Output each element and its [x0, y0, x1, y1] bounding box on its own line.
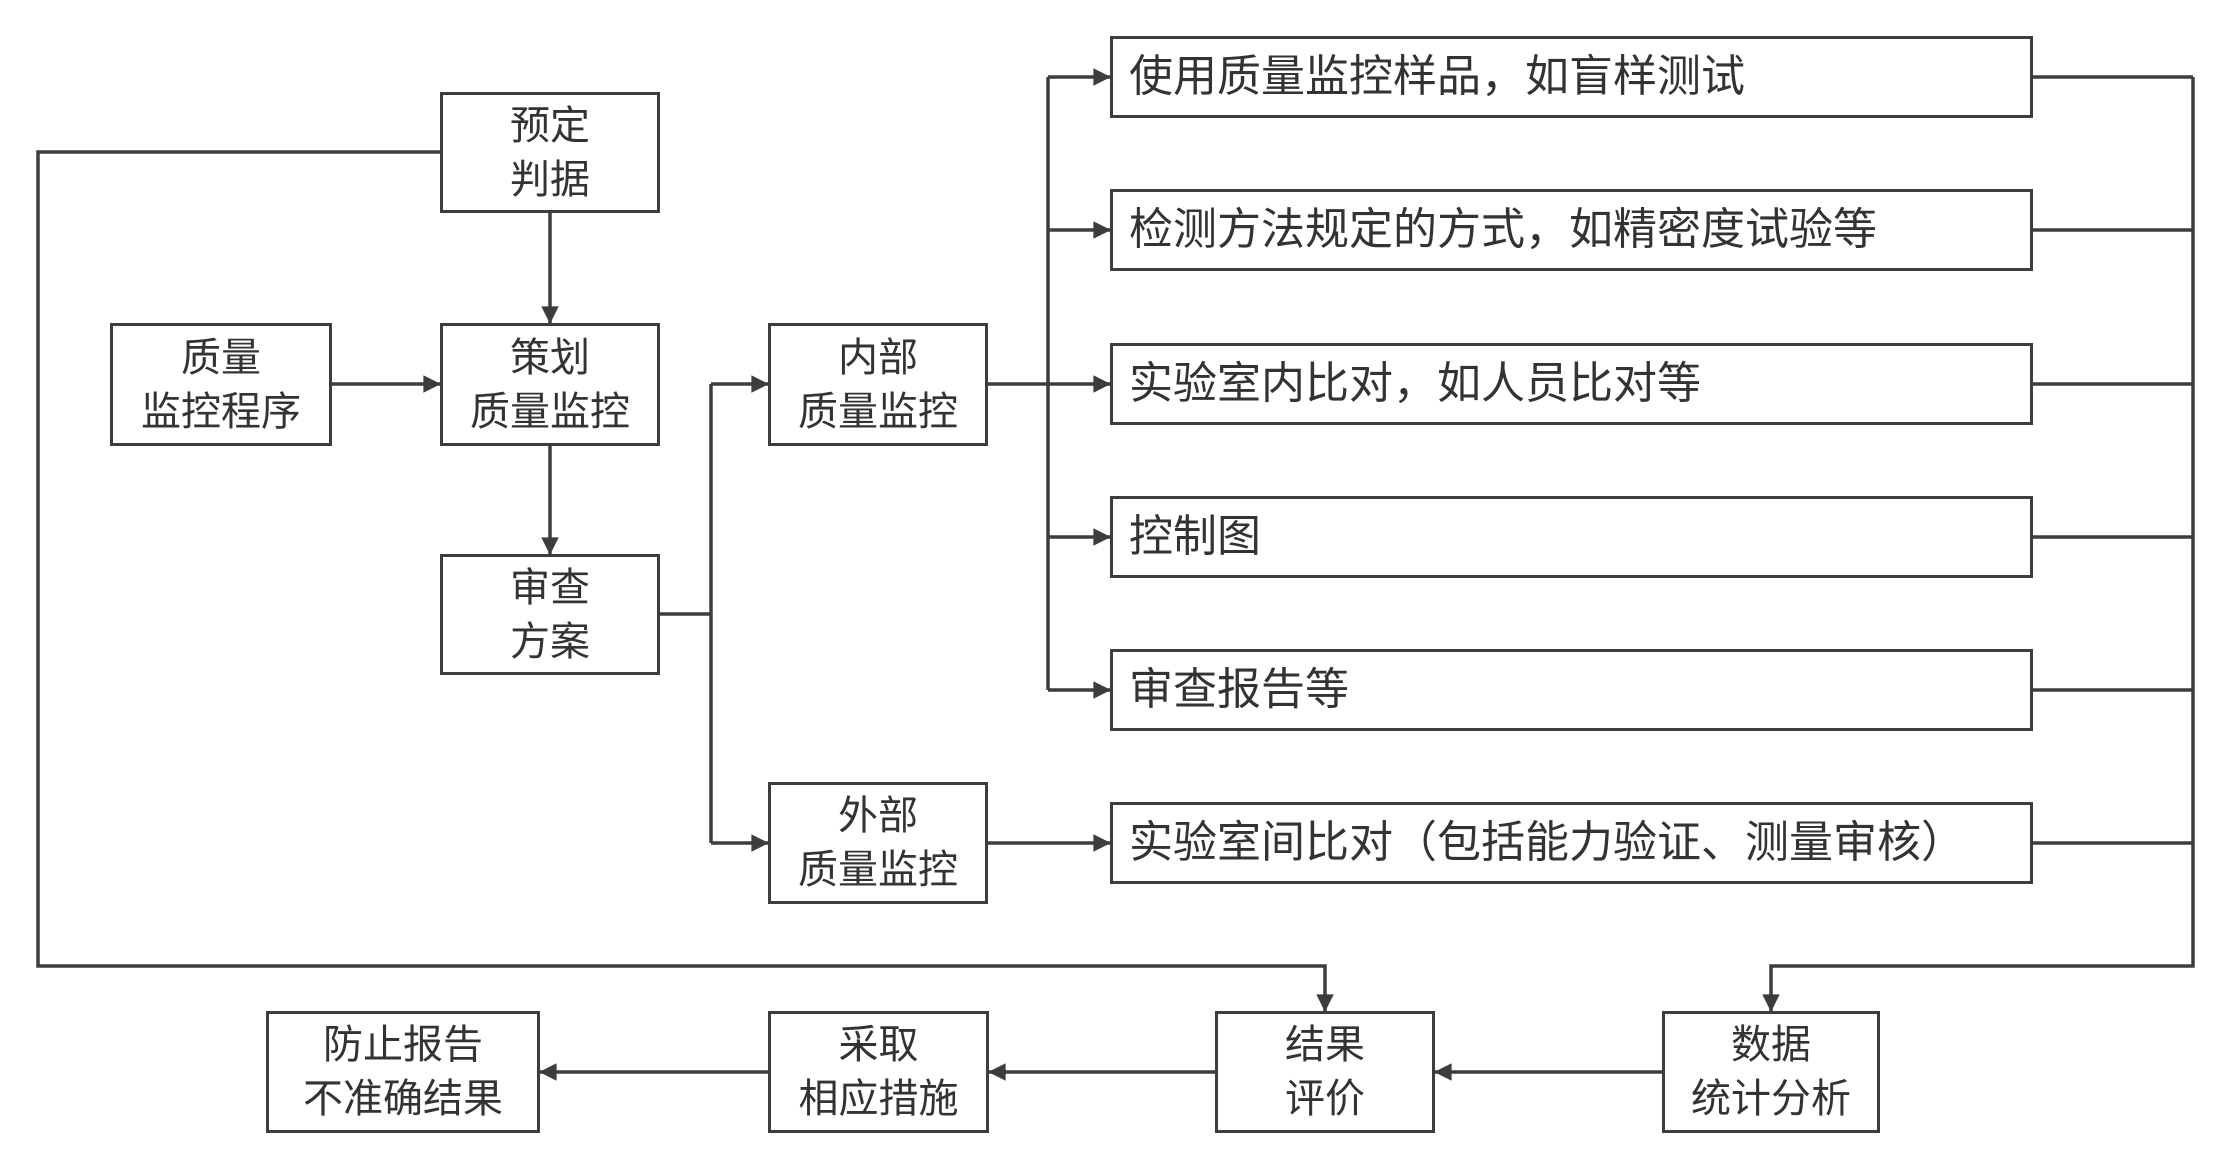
node-review-plan: 审查 方案: [440, 554, 660, 675]
node-predetermined-criteria: 预定 判据: [440, 92, 660, 213]
node-blind-sample-test: 使用质量监控样品，如盲样测试: [1110, 36, 2033, 118]
right-rail-to-data: [1762, 77, 2195, 1012]
node-method-specified-way-label: 检测方法规定的方式，如精密度试验等: [1129, 205, 1877, 255]
node-prevent-inaccurate-results-label: 防止报告 不准确结果: [303, 1023, 503, 1121]
node-blind-sample-test-label: 使用质量监控样品，如盲样测试: [1129, 52, 1745, 102]
node-quality-monitoring-program: 质量 监控程序: [110, 323, 332, 446]
node-external-quality-monitoring: 外部 质量监控: [768, 782, 988, 904]
node-intralab-comparison: 实验室内比对，如人员比对等: [1110, 343, 2033, 425]
node-review-reports-label: 审查报告等: [1129, 665, 1349, 715]
node-interlab-comparison-label: 实验室间比对（包括能力验证、测量审核）: [1129, 818, 1965, 868]
node-internal-quality-monitoring: 内部 质量监控: [768, 323, 988, 446]
node-method-specified-way: 检测方法规定的方式，如精密度试验等: [1110, 189, 2033, 271]
node-review-reports: 审查报告等: [1110, 649, 2033, 731]
node-control-chart: 控制图: [1110, 496, 2033, 578]
node-predetermined-criteria-label: 预定 判据: [510, 103, 590, 202]
node-review-plan-label: 审查 方案: [510, 565, 590, 664]
node-take-measures: 采取 相应措施: [768, 1011, 989, 1133]
node-result-evaluation: 结果 评价: [1215, 1011, 1435, 1133]
node-data-statistical-analysis-label: 数据 统计分析: [1691, 1023, 1851, 1121]
node-result-evaluation-label: 结果 评价: [1285, 1023, 1365, 1121]
node-prevent-inaccurate-results: 防止报告 不准确结果: [266, 1011, 540, 1133]
node-interlab-comparison: 实验室间比对（包括能力验证、测量审核）: [1110, 802, 2033, 884]
node-data-statistical-analysis: 数据 统计分析: [1662, 1011, 1880, 1133]
node-control-chart-label: 控制图: [1129, 512, 1261, 562]
node-plan-quality-monitoring: 策划 质量监控: [440, 323, 660, 446]
node-external-quality-monitoring-label: 外部 质量监控: [798, 794, 958, 892]
node-quality-monitoring-program-label: 质量 监控程序: [141, 335, 301, 434]
node-take-measures-label: 采取 相应措施: [798, 1023, 959, 1121]
node-plan-quality-monitoring-label: 策划 质量监控: [470, 335, 630, 434]
left-loop-to-result: [36, 150, 1334, 1012]
node-internal-quality-monitoring-label: 内部 质量监控: [798, 335, 958, 434]
node-intralab-comparison-label: 实验室内比对，如人员比对等: [1129, 359, 1701, 409]
